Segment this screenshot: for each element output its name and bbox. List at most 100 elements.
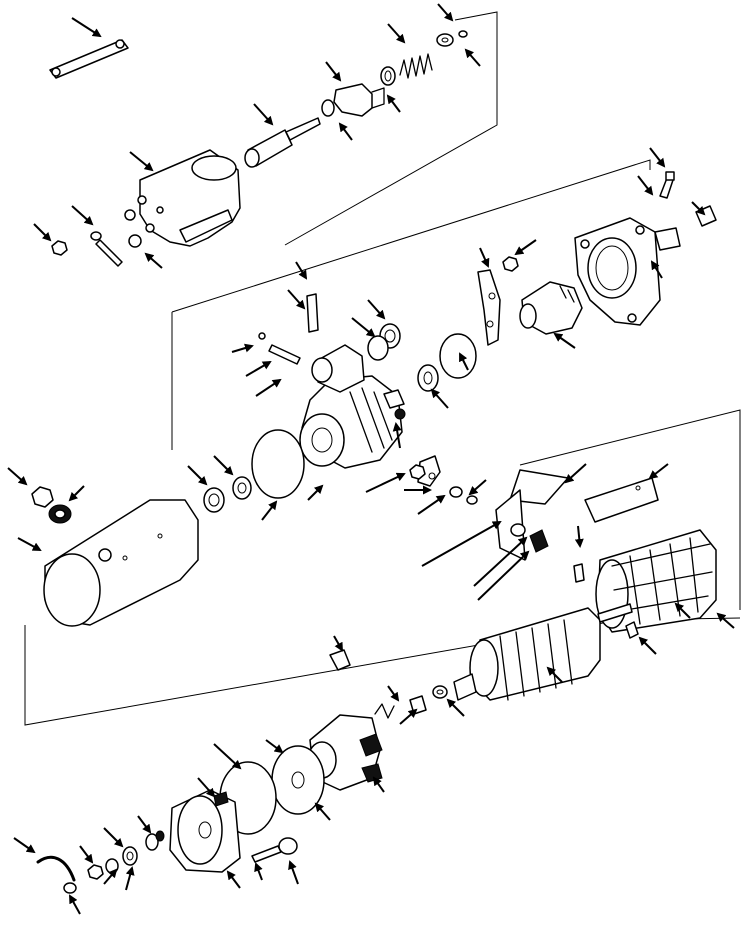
- brush-holder-plate: [307, 714, 383, 791]
- callout-arrow-43: [421, 521, 502, 567]
- callout-arrow-12: [144, 252, 163, 269]
- callout-arrow-9: [129, 151, 154, 172]
- callout-arrow-31: [213, 455, 234, 476]
- field-pole-shoe: [625, 621, 639, 639]
- top-washer: [436, 33, 454, 47]
- callout-arrow-42: [648, 463, 669, 480]
- solenoid-nut: [51, 240, 68, 256]
- callout-arrow-54: [333, 635, 343, 652]
- callout-arrow-63: [125, 866, 135, 891]
- field-frame: [43, 499, 199, 627]
- end-frame-plug: [278, 837, 298, 855]
- callout-arrow-2: [437, 3, 454, 22]
- housing-plug: [394, 408, 406, 420]
- terminal-washer-c: [510, 523, 526, 537]
- callout-arrow-29: [691, 201, 706, 216]
- callout-arrow-57: [265, 739, 284, 754]
- callout-arrows: [7, 3, 735, 915]
- callout-arrow-50: [546, 666, 563, 683]
- callout-arrow-14: [287, 289, 306, 310]
- drive-thrust-washer: [417, 364, 439, 392]
- plunger-spring: [399, 53, 433, 79]
- housing-pin: [258, 332, 301, 365]
- callout-arrow-37: [365, 472, 406, 493]
- solenoid-stud: [95, 239, 123, 267]
- drive-bolt: [659, 171, 675, 199]
- frame-washer-right: [232, 476, 252, 500]
- end-nut: [87, 864, 104, 880]
- callout-arrow-51: [446, 698, 465, 717]
- callout-arrow-52: [399, 708, 418, 725]
- end-washer-b: [122, 846, 138, 866]
- callout-arrow-47: [638, 636, 657, 655]
- callout-arrow-19: [255, 378, 282, 397]
- solenoid-group-bracket: [284, 11, 498, 246]
- end-frame-bolt: [251, 845, 282, 863]
- armature-washer: [432, 685, 448, 699]
- callout-arrow-36: [261, 500, 278, 521]
- drive-housing: [574, 217, 681, 326]
- callout-arrow-39: [417, 494, 446, 515]
- callout-arrow-15: [351, 317, 376, 338]
- plunger-ring: [321, 99, 335, 117]
- callout-arrow-11: [33, 223, 52, 242]
- callout-arrow-25: [392, 422, 402, 449]
- commutator-end-frame: [169, 789, 241, 873]
- housing-bushing: [383, 389, 405, 409]
- callout-arrow-24: [430, 388, 449, 409]
- callout-arrow-44: [473, 536, 528, 587]
- callout-arrow-13: [295, 261, 308, 280]
- end-washer-a: [145, 833, 159, 851]
- callout-arrow-58: [213, 743, 242, 770]
- callout-arrow-67: [226, 870, 241, 889]
- callout-arrow-26: [650, 260, 663, 279]
- callout-arrow-1: [71, 17, 102, 38]
- spring-retainer: [380, 66, 396, 86]
- callout-arrow-7: [253, 103, 274, 126]
- callout-arrow-59: [197, 777, 216, 798]
- callout-arrow-16: [367, 299, 386, 320]
- insulator-shield: [495, 469, 569, 561]
- frame-washer-left: [203, 487, 225, 513]
- callout-arrow-45: [477, 550, 530, 601]
- callout-arrow-64: [79, 845, 94, 864]
- callout-arrow-69: [288, 860, 299, 885]
- top-small-washer: [458, 30, 468, 38]
- callout-arrow-46: [574, 525, 584, 548]
- callout-arrow-65: [13, 837, 36, 854]
- callout-arrow-62: [103, 868, 118, 885]
- housing-seal: [367, 335, 389, 361]
- callout-arrow-22: [553, 332, 576, 349]
- callout-arrow-4: [387, 23, 406, 44]
- drive-group-bracket: [171, 159, 651, 450]
- callout-arrow-8: [338, 122, 353, 141]
- callout-arrow-41: [564, 463, 587, 484]
- callout-arrow-21: [514, 239, 537, 256]
- callout-arrow-53: [387, 685, 400, 702]
- frame-grommet: [48, 504, 72, 524]
- solenoid-terminal-screw: [128, 234, 142, 248]
- callout-arrow-3: [464, 48, 481, 67]
- terminal-nut: [409, 464, 426, 480]
- brush-holder-bolt: [329, 649, 351, 671]
- solenoid-body: [124, 149, 241, 247]
- armature: [453, 603, 633, 701]
- terminal-bushing: [529, 529, 549, 553]
- callout-arrow-35: [307, 484, 324, 501]
- callout-arrow-40: [468, 479, 487, 496]
- callout-arrow-5: [325, 61, 342, 82]
- terminal-washer-a: [449, 486, 463, 498]
- callout-arrow-66: [69, 894, 81, 915]
- armature-bushing: [409, 695, 427, 715]
- housing-o-ring: [251, 429, 305, 499]
- starter-drive-clutch: [519, 281, 583, 335]
- end-spring: [155, 830, 165, 842]
- callout-arrow-56: [314, 802, 331, 821]
- drive-nut: [502, 256, 519, 272]
- callout-arrow-60: [137, 815, 152, 834]
- callout-arrow-6: [386, 94, 401, 113]
- callout-arrow-17: [231, 343, 254, 353]
- callout-arrow-48: [674, 602, 691, 619]
